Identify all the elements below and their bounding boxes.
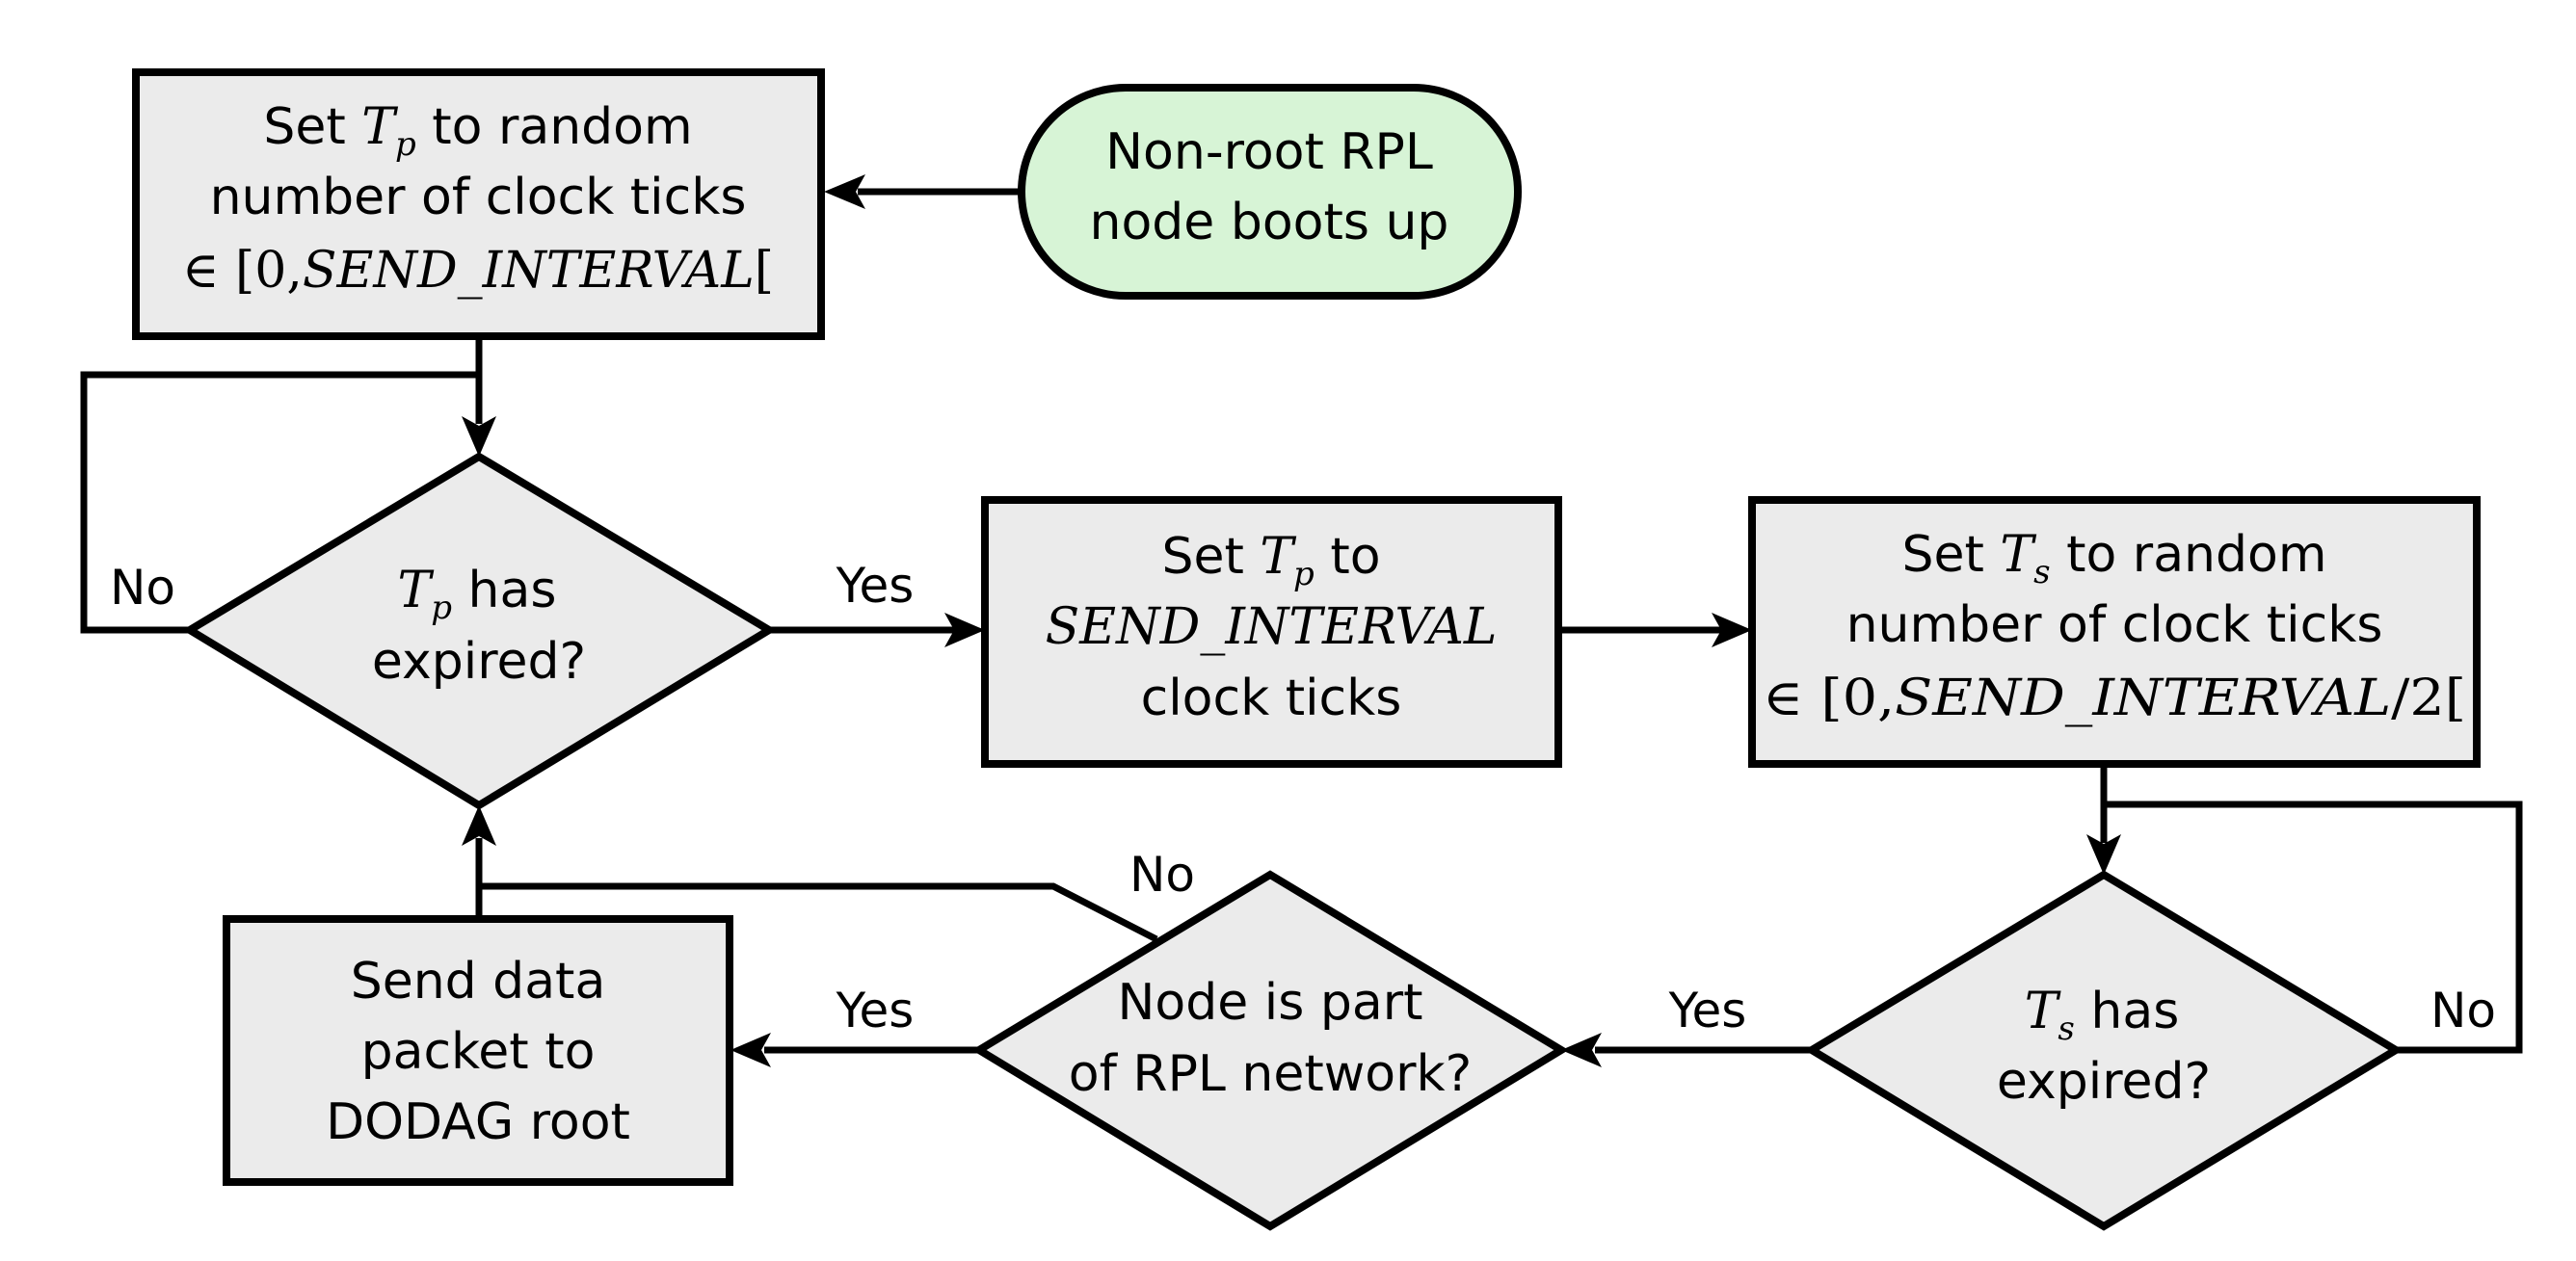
edge-rpl-no xyxy=(479,882,1158,943)
arrowhead-send xyxy=(730,1033,771,1067)
send-data-process: Send data packet to DODAG root xyxy=(223,915,733,1186)
arrowhead-tp-check-bottom xyxy=(462,805,496,846)
edge-tp-no-loop xyxy=(80,371,479,634)
init-tp-process: Set Tp to random number of clock ticks ∈… xyxy=(132,68,825,340)
set-ts-line-3: ∈ [0,SEND_INTERVAL/2[ xyxy=(1763,670,2466,727)
send-line-3: DODAG root xyxy=(326,1093,630,1151)
set-ts-process: Set Ts to random number of clock ticks ∈… xyxy=(1748,496,2481,768)
arrowhead-rpl-check xyxy=(1561,1033,1602,1067)
edge-ts-no-loop xyxy=(2104,801,2523,1054)
reset-tp-line-3: clock ticks xyxy=(1141,670,1402,727)
arrowhead-ts-check-top xyxy=(2086,834,2121,875)
tp-check-line-1: Tp has xyxy=(398,562,557,627)
ts-expired-decision: Ts has expired? xyxy=(1804,870,2403,1231)
label-ts-no: No xyxy=(2430,983,2496,1038)
ts-check-line-1: Ts has xyxy=(2025,983,2180,1048)
arrowhead-tp-check-top xyxy=(462,416,496,457)
reset-tp-process: Set Tp to SEND_INTERVAL clock ticks xyxy=(981,496,1562,768)
send-line-1: Send data xyxy=(351,953,606,1011)
label-tp-yes: Yes xyxy=(836,558,915,614)
set-ts-line-1: Set Ts to random xyxy=(1901,526,2326,591)
rpl-check-line-2: of RPL network? xyxy=(1069,1045,1472,1103)
edge-labels: No Yes No Yes Yes No xyxy=(110,558,2496,1038)
edges xyxy=(80,174,2523,1067)
arrowhead-init xyxy=(824,174,865,209)
arrowhead-set-ts xyxy=(1712,613,1752,647)
start-node: Non-root RPL node boots up xyxy=(1018,84,1522,300)
init-tp-line-2: number of clock ticks xyxy=(210,169,747,226)
reset-tp-line-1: Set Tp to xyxy=(1161,528,1380,593)
init-tp-line-3: ∈ [0,SEND_INTERVAL[ xyxy=(182,242,774,300)
set-ts-line-2: number of clock ticks xyxy=(1846,596,2383,654)
start-line-1: Non-root RPL xyxy=(1105,123,1433,181)
tp-check-line-2: expired? xyxy=(372,633,586,691)
ts-check-line-2: expired? xyxy=(1997,1053,2211,1111)
label-rpl-yes: Yes xyxy=(836,983,915,1038)
arrowhead-reset-tp xyxy=(944,613,985,647)
label-ts-yes: Yes xyxy=(1668,983,1747,1038)
tp-expired-decision: Tp has expired? xyxy=(182,452,777,810)
label-tp-no: No xyxy=(110,560,175,616)
reset-tp-line-2: SEND_INTERVAL xyxy=(1046,598,1498,656)
send-line-2: packet to xyxy=(361,1023,596,1081)
rpl-member-decision: Node is part of RPL network? xyxy=(971,870,1569,1231)
init-tp-line-1: Set Tp to random xyxy=(263,98,692,164)
rpl-check-line-1: Node is part xyxy=(1118,974,1423,1032)
start-line-2: node boots up xyxy=(1090,194,1449,251)
label-rpl-no: No xyxy=(1129,847,1195,903)
